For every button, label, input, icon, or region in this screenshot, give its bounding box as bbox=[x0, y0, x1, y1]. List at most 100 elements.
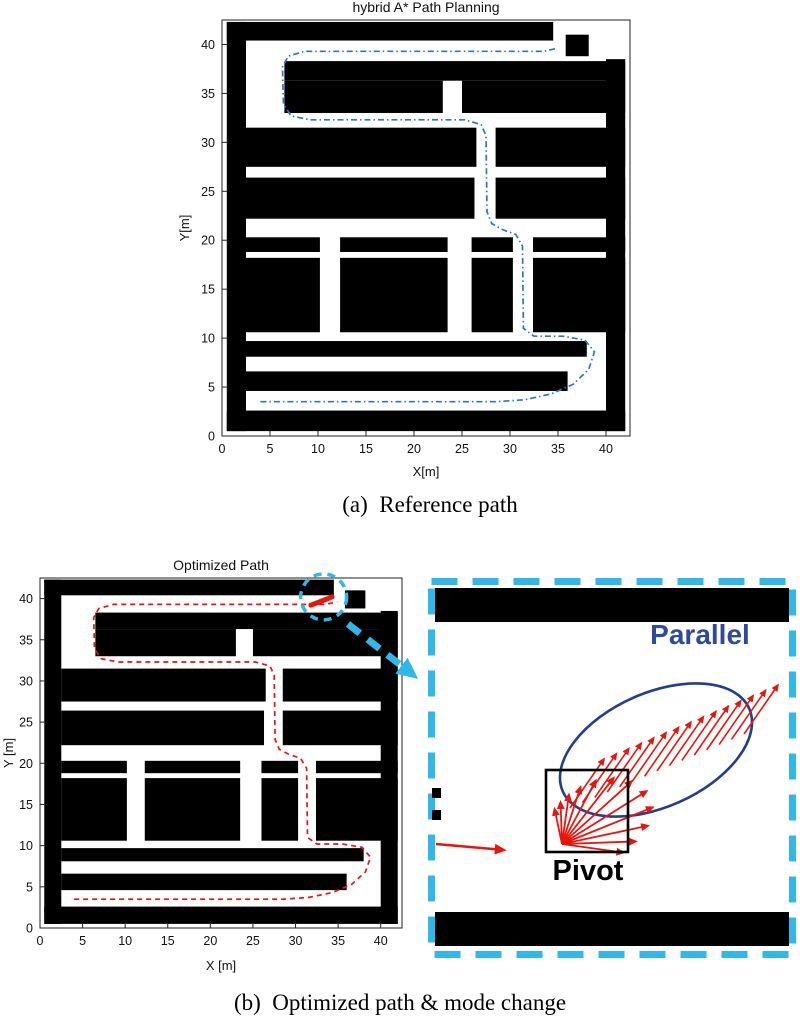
y-tick-label: 35 bbox=[19, 633, 33, 647]
obstacle bbox=[565, 34, 589, 57]
parallel-arrow bbox=[706, 699, 742, 751]
edge-tick-mark bbox=[432, 810, 441, 820]
y-tick-label: 10 bbox=[19, 839, 33, 853]
parallel-label: Parallel bbox=[650, 619, 750, 650]
planned-path bbox=[74, 601, 372, 901]
obstacle-map bbox=[44, 579, 398, 924]
y-axis-label: Y[m] bbox=[177, 215, 192, 242]
parallel-mode-ellipse bbox=[558, 682, 754, 818]
x-tick-label: 35 bbox=[551, 442, 565, 456]
obstacle bbox=[246, 237, 320, 252]
parallel-arrow bbox=[743, 683, 780, 735]
obstacle bbox=[533, 257, 626, 333]
x-tick-label: 20 bbox=[407, 442, 421, 456]
pivot-arrow bbox=[561, 806, 655, 845]
pivot-arrow bbox=[561, 776, 615, 845]
x-tick-label: 40 bbox=[599, 442, 613, 456]
y-tick-label: 5 bbox=[208, 381, 215, 395]
x-tick-label: 40 bbox=[374, 934, 388, 948]
zoom-dashed-border bbox=[428, 578, 796, 958]
parallel-arrow bbox=[619, 736, 655, 788]
obstacle-map bbox=[226, 21, 626, 432]
pivot-arrow bbox=[561, 823, 651, 845]
y-tick-label: 40 bbox=[19, 592, 33, 606]
obstacle bbox=[340, 237, 448, 252]
x-axis-label: X[m] bbox=[413, 464, 440, 479]
y-tick-label: 15 bbox=[19, 798, 33, 812]
obstacle bbox=[144, 760, 241, 774]
obstacle bbox=[495, 177, 626, 219]
parallel-arrow bbox=[594, 746, 630, 798]
obstacle bbox=[246, 341, 587, 357]
obstacle bbox=[246, 177, 475, 219]
y-tick-label: 40 bbox=[201, 38, 215, 52]
parallel-arrow bbox=[631, 731, 668, 783]
obstacle bbox=[44, 579, 62, 924]
axes-box bbox=[221, 19, 631, 437]
pivot-arrow bbox=[556, 800, 565, 845]
x-tick-label: 10 bbox=[311, 442, 325, 456]
x-tick-label: 10 bbox=[118, 934, 132, 948]
edge-tick-mark bbox=[432, 788, 441, 798]
y-tick-label: 35 bbox=[201, 87, 215, 101]
x-axis-label: X [m] bbox=[206, 958, 236, 973]
obstacle bbox=[471, 237, 513, 252]
obstacle bbox=[282, 710, 398, 746]
pivot-arrow bbox=[561, 785, 583, 845]
parallel-arrow bbox=[606, 741, 643, 793]
y-tick-label: 5 bbox=[26, 880, 33, 894]
pivot-arrow bbox=[561, 837, 638, 846]
parallel-arrow bbox=[730, 688, 767, 740]
parallel-arrow bbox=[681, 709, 717, 761]
parallel-arrow bbox=[569, 757, 606, 809]
obstacle bbox=[282, 668, 398, 702]
zoom-bottom-obstacle bbox=[435, 912, 789, 946]
x-tick-label: 5 bbox=[267, 442, 274, 456]
y-tick-label: 0 bbox=[26, 922, 33, 936]
obstacle bbox=[226, 410, 626, 432]
obstacle bbox=[533, 237, 626, 252]
y-tick-label: 30 bbox=[201, 136, 215, 150]
obstacle bbox=[471, 257, 513, 333]
y-tick-label: 15 bbox=[201, 283, 215, 297]
vehicle-pose-marker bbox=[308, 594, 335, 608]
y-tick-label: 0 bbox=[208, 430, 215, 444]
parallel-arrow bbox=[643, 725, 680, 777]
x-tick-label: 30 bbox=[503, 442, 517, 456]
obstacle bbox=[495, 127, 626, 167]
obstacle bbox=[246, 371, 568, 391]
obstacle bbox=[44, 579, 334, 596]
y-tick-label: 10 bbox=[201, 332, 215, 346]
pivot-label: Pivot bbox=[553, 855, 624, 887]
obstacle bbox=[284, 61, 626, 81]
pivot-arrow bbox=[561, 779, 634, 845]
obstacle bbox=[61, 668, 266, 702]
obstacle bbox=[226, 21, 246, 432]
chart-title: hybrid A* Path Planning bbox=[352, 0, 499, 15]
zoom-connector bbox=[345, 621, 419, 679]
obstacle bbox=[462, 80, 626, 113]
obstacle bbox=[61, 778, 127, 841]
pivot-box bbox=[544, 768, 630, 854]
chart-title: Optimized Path bbox=[173, 557, 269, 573]
x-tick-label: 35 bbox=[331, 934, 345, 948]
parallel-arrow bbox=[693, 704, 730, 756]
axes-box bbox=[39, 577, 403, 929]
y-tick-label: 25 bbox=[19, 716, 33, 730]
obstacle bbox=[61, 710, 265, 746]
pivot-arrow bbox=[561, 789, 649, 845]
x-tick-label: 25 bbox=[455, 442, 469, 456]
obstacle bbox=[226, 21, 554, 41]
obstacle bbox=[261, 760, 299, 774]
x-tick-label: 0 bbox=[37, 934, 44, 948]
obstacle bbox=[95, 612, 398, 630]
x-tick-label: 30 bbox=[289, 934, 303, 948]
caption-b: (b) Optimized path & mode change bbox=[233, 990, 567, 1015]
goal-highlight-circle bbox=[298, 572, 349, 622]
obstacle bbox=[61, 873, 347, 891]
obstacle bbox=[261, 778, 299, 841]
parallel-arrow bbox=[718, 694, 755, 746]
